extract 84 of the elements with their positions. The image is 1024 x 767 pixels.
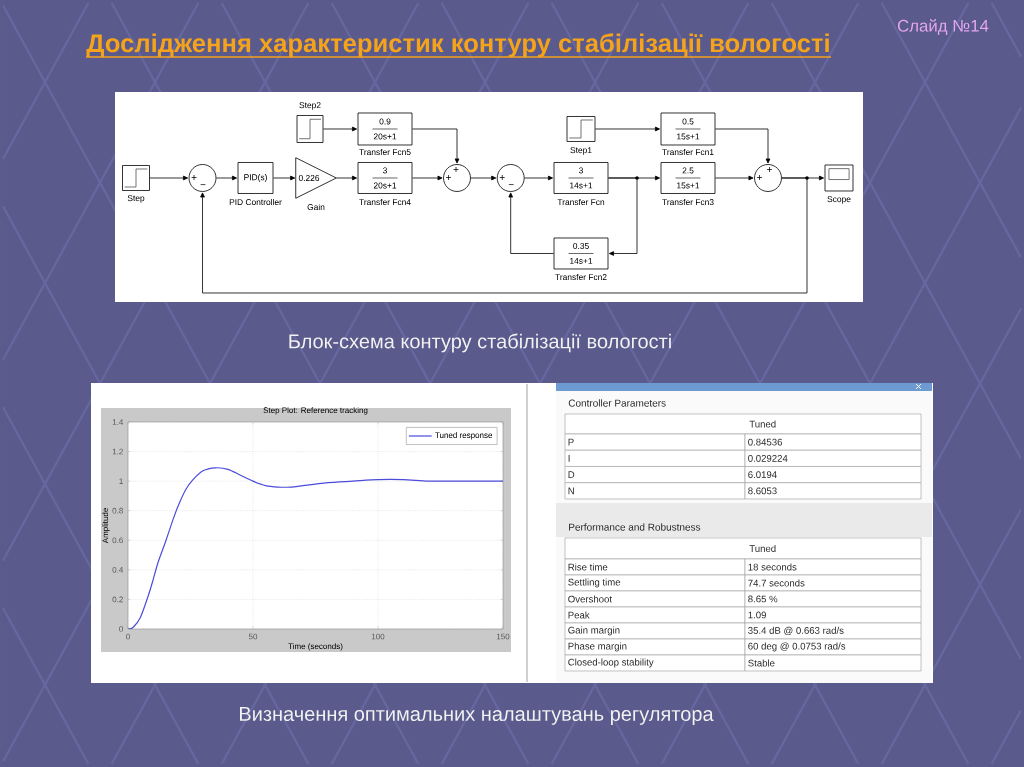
line-series [128, 467, 503, 629]
y-tick-label: 0 [119, 626, 123, 632]
transfer-function-block: 3 20s+1 [357, 162, 413, 194]
table-cell: 0.84536 [744, 433, 922, 451]
block-label: Transfer Fcn2 [555, 273, 607, 281]
block-label: Gain [307, 203, 325, 211]
section-heading: Performance and Robustness [569, 523, 701, 531]
transfer-function-block: 0.5 15s+1 [660, 112, 716, 146]
table-cell: 8.65 % [744, 590, 922, 608]
table-cell: 1.09 [744, 606, 922, 624]
y-tick-label: 1 [119, 478, 123, 484]
table-cell: D [564, 466, 746, 484]
block-label: Transfer Fcn4 [359, 198, 411, 206]
block-label: PID Controller [229, 198, 282, 206]
pid-controller-block: PID(s) [237, 162, 274, 194]
signal-arrow [412, 175, 443, 181]
signal-arrow [524, 175, 553, 181]
table-cell: 6.0194 [744, 466, 922, 484]
sum-junction: + − [188, 164, 217, 192]
y-tick-label: 0.2 [112, 596, 123, 603]
y-tick-label: 1.4 [112, 419, 124, 425]
signal-arrow [608, 177, 638, 256]
gain-triangle: 0.226 [295, 157, 337, 199]
signal-arrow [323, 126, 357, 132]
section-heading: Controller Parameters [568, 399, 666, 407]
y-tick-label: 0.4 [112, 567, 124, 573]
table-cell: 60 deg @ 0.0753 rad/s [744, 638, 922, 656]
table-cell: Peak [564, 606, 746, 624]
table-cell: Stable [744, 654, 922, 672]
slide-title: Дослідження характеристик контуру стабілізації вологості [85, 33, 832, 58]
x-tick-label: 100 [371, 633, 385, 640]
sum-junction: + + [754, 164, 782, 192]
table-cell: Closed-loop stability [564, 654, 746, 672]
table-cell: I [564, 449, 746, 467]
y-tick-label: 1.2 [112, 448, 123, 455]
transfer-function-block: 2.5 15s+1 [660, 162, 716, 194]
x-axis-title: Time (seconds) [288, 643, 343, 651]
figure-caption: Блок-схема контуру стабілізації вологості [289, 333, 671, 353]
sum-junction: + + [443, 164, 471, 192]
x-tick-label: 0 [126, 633, 130, 640]
block-label: Transfer Fcn [557, 198, 605, 206]
transfer-function-block: 0.9 20s+1 [357, 112, 413, 146]
transfer-function-block: 3 14s+1 [553, 162, 609, 194]
table-cell: 35.4 dB @ 0.663 rad/s [744, 622, 922, 640]
table-cell: Gain margin [564, 622, 746, 640]
signal-arrow [200, 177, 808, 294]
signal-arrow [595, 126, 660, 132]
block-label: Transfer Fcn3 [662, 198, 714, 206]
slide-number: Слайд №14 [897, 19, 989, 35]
block-label: Transfer Fcn1 [662, 148, 714, 156]
table-cell: Rise time [564, 558, 746, 576]
signal-arrow [149, 175, 188, 181]
block-label: Step [127, 195, 145, 203]
signal-arrow [508, 192, 554, 254]
x-tick-label: 150 [496, 633, 510, 640]
y-tick-label: 0.6 [112, 537, 123, 544]
table-cell: Settling time [564, 574, 746, 592]
table-cell: 0.029224 [744, 449, 922, 467]
signal-arrow [335, 175, 357, 181]
block-label: Scope [827, 196, 851, 204]
table-cell: 74.7 seconds [744, 574, 922, 592]
y-tick-label: 0.8 [112, 507, 123, 514]
signal-arrow [412, 128, 460, 164]
chart-title: Step Plot: Reference tracking [263, 407, 368, 415]
figure-caption: Визначення оптимальних налаштувань регулятора [240, 707, 714, 725]
x-tick-label: 50 [248, 633, 258, 640]
signal-arrow [216, 175, 237, 181]
sum-junction: + − [496, 164, 525, 192]
block-label: Transfer Fcn5 [359, 148, 411, 156]
y-axis-title: Amplitude [102, 508, 110, 544]
table-cell: Overshoot [564, 590, 746, 608]
table-cell: N [564, 482, 746, 500]
signal-arrow [715, 175, 754, 181]
signal-arrow [273, 175, 296, 181]
legend-label: Tuned response [435, 432, 493, 440]
table-cell: Phase margin [564, 638, 746, 656]
block-label: Step2 [299, 102, 321, 110]
signal-arrow [715, 128, 771, 164]
signal-arrow [470, 175, 497, 181]
transfer-function-block: 0.35 14s+1 [553, 237, 609, 270]
table-cell: P [564, 433, 746, 451]
block-label: Step1 [570, 147, 592, 155]
table-cell: 18 seconds [744, 558, 922, 576]
table-cell: 8.6053 [744, 482, 922, 500]
